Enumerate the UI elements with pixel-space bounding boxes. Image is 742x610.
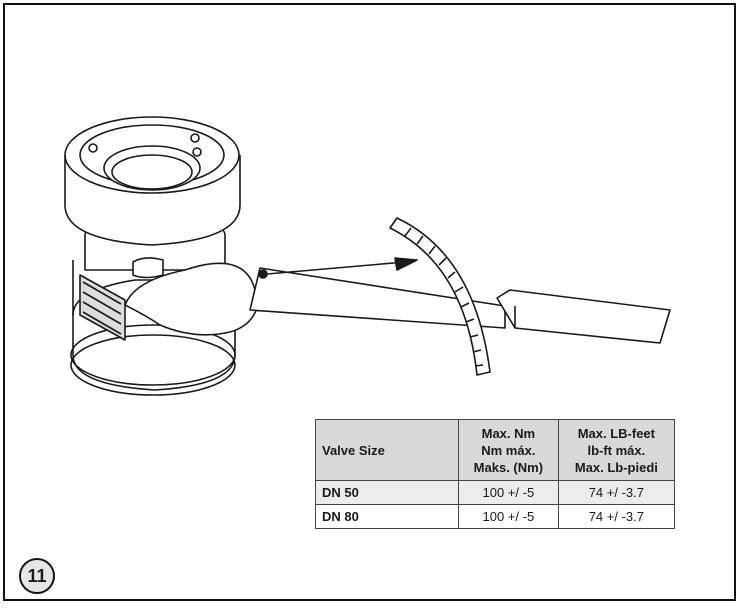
cell-max-lbft: 74 +/ -3.7 [557,480,676,505]
torque-table: Valve Size Max. Nm Nm máx. Maks. (Nm) Ma… [315,419,676,529]
torque-scale-icon [389,217,491,376]
header-max-lbft-line: lb-ft máx. [587,442,646,458]
valve-torque-wrench-illustration [64,116,671,396]
cell-max-lbft: 74 +/ -3.7 [557,504,676,529]
header-max-nm-line: Nm máx. [481,442,536,458]
pointer-arrow-icon [266,257,418,275]
table-row: DN 50 100 +/ -5 74 +/ -3.7 [315,480,676,505]
header-valve-size: Valve Size [315,419,459,481]
cell-max-nm: 100 +/ -5 [458,504,559,529]
header-max-lbft-line: Max. Lb-piedi [574,459,658,475]
header-max-lbft: Max. LB-feet lb-ft máx. Max. Lb-piedi [557,419,676,481]
page-frame: Valve Size Max. Nm Nm máx. Maks. (Nm) Ma… [3,3,736,601]
wrench-handle-icon [496,289,671,344]
header-max-nm-line: Max. Nm [481,425,536,441]
table-header-row: Valve Size Max. Nm Nm máx. Maks. (Nm) Ma… [315,419,676,481]
cell-valve-size: DN 50 [315,480,459,505]
wrench-icon [124,257,506,336]
cell-max-nm: 100 +/ -5 [458,480,559,505]
step-number-badge: 11 [19,558,55,594]
header-max-lbft-line: Max. LB-feet [577,425,655,441]
valve-top-ring-icon [64,116,241,246]
table-row: DN 80 100 +/ -5 74 +/ -3.7 [315,504,676,529]
header-max-nm: Max. Nm Nm máx. Maks. (Nm) [458,419,559,481]
cell-valve-size: DN 80 [315,504,459,529]
header-max-nm-line: Maks. (Nm) [473,459,544,475]
